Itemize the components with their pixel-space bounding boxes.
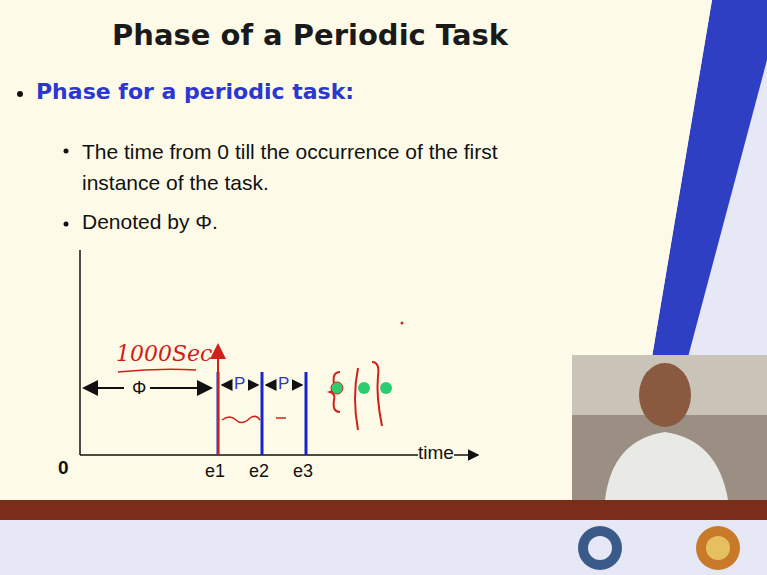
footer-bar <box>0 500 767 520</box>
bullet-text: The time from 0 till the occurrence of t… <box>82 136 522 198</box>
instance-label: e1 <box>205 461 225 482</box>
phase-arrow <box>150 387 211 389</box>
red-underline <box>118 369 196 372</box>
bullet <box>17 91 23 97</box>
bullet-heading: Phase for a periodic task: <box>36 79 354 104</box>
instance-line <box>261 372 264 455</box>
red-dot <box>401 322 404 325</box>
origin-label: 0 <box>58 457 69 479</box>
handwritten-note: 1000Sec <box>116 341 212 366</box>
ellipsis-dot <box>331 382 343 394</box>
presenter-video <box>572 355 767 500</box>
instance-label: e2 <box>249 461 269 482</box>
period-label: P <box>278 374 289 394</box>
bullet-text: Denoted by Φ. <box>82 210 218 234</box>
red-bracket <box>372 362 382 426</box>
period-arrow <box>292 384 302 386</box>
red-scribble <box>222 416 260 422</box>
red-bracket <box>355 368 358 430</box>
footer-band <box>0 520 767 575</box>
phase-symbol: Φ <box>130 378 148 399</box>
slide-title: Phase of a Periodic Task <box>112 18 508 52</box>
logo <box>696 526 740 570</box>
logo <box>578 526 622 570</box>
ellipsis-dot <box>380 382 392 394</box>
red-scribble <box>276 417 286 419</box>
bullet <box>64 222 69 227</box>
period-arrow <box>266 384 276 386</box>
logo-inner <box>706 536 730 560</box>
instance-line <box>305 372 308 455</box>
bullet <box>64 149 69 154</box>
red-mark <box>217 345 219 455</box>
ellipsis-dot <box>358 382 370 394</box>
axis-label: time <box>418 442 454 464</box>
period-arrow <box>248 384 258 386</box>
period-label: P <box>234 374 245 394</box>
y-axis <box>79 250 81 455</box>
instance-label: e3 <box>293 461 313 482</box>
logo-inner <box>588 536 612 560</box>
period-arrow <box>222 384 232 386</box>
presenter-head <box>639 363 691 427</box>
presenter-body <box>605 432 728 500</box>
phase-arrow <box>84 387 124 389</box>
